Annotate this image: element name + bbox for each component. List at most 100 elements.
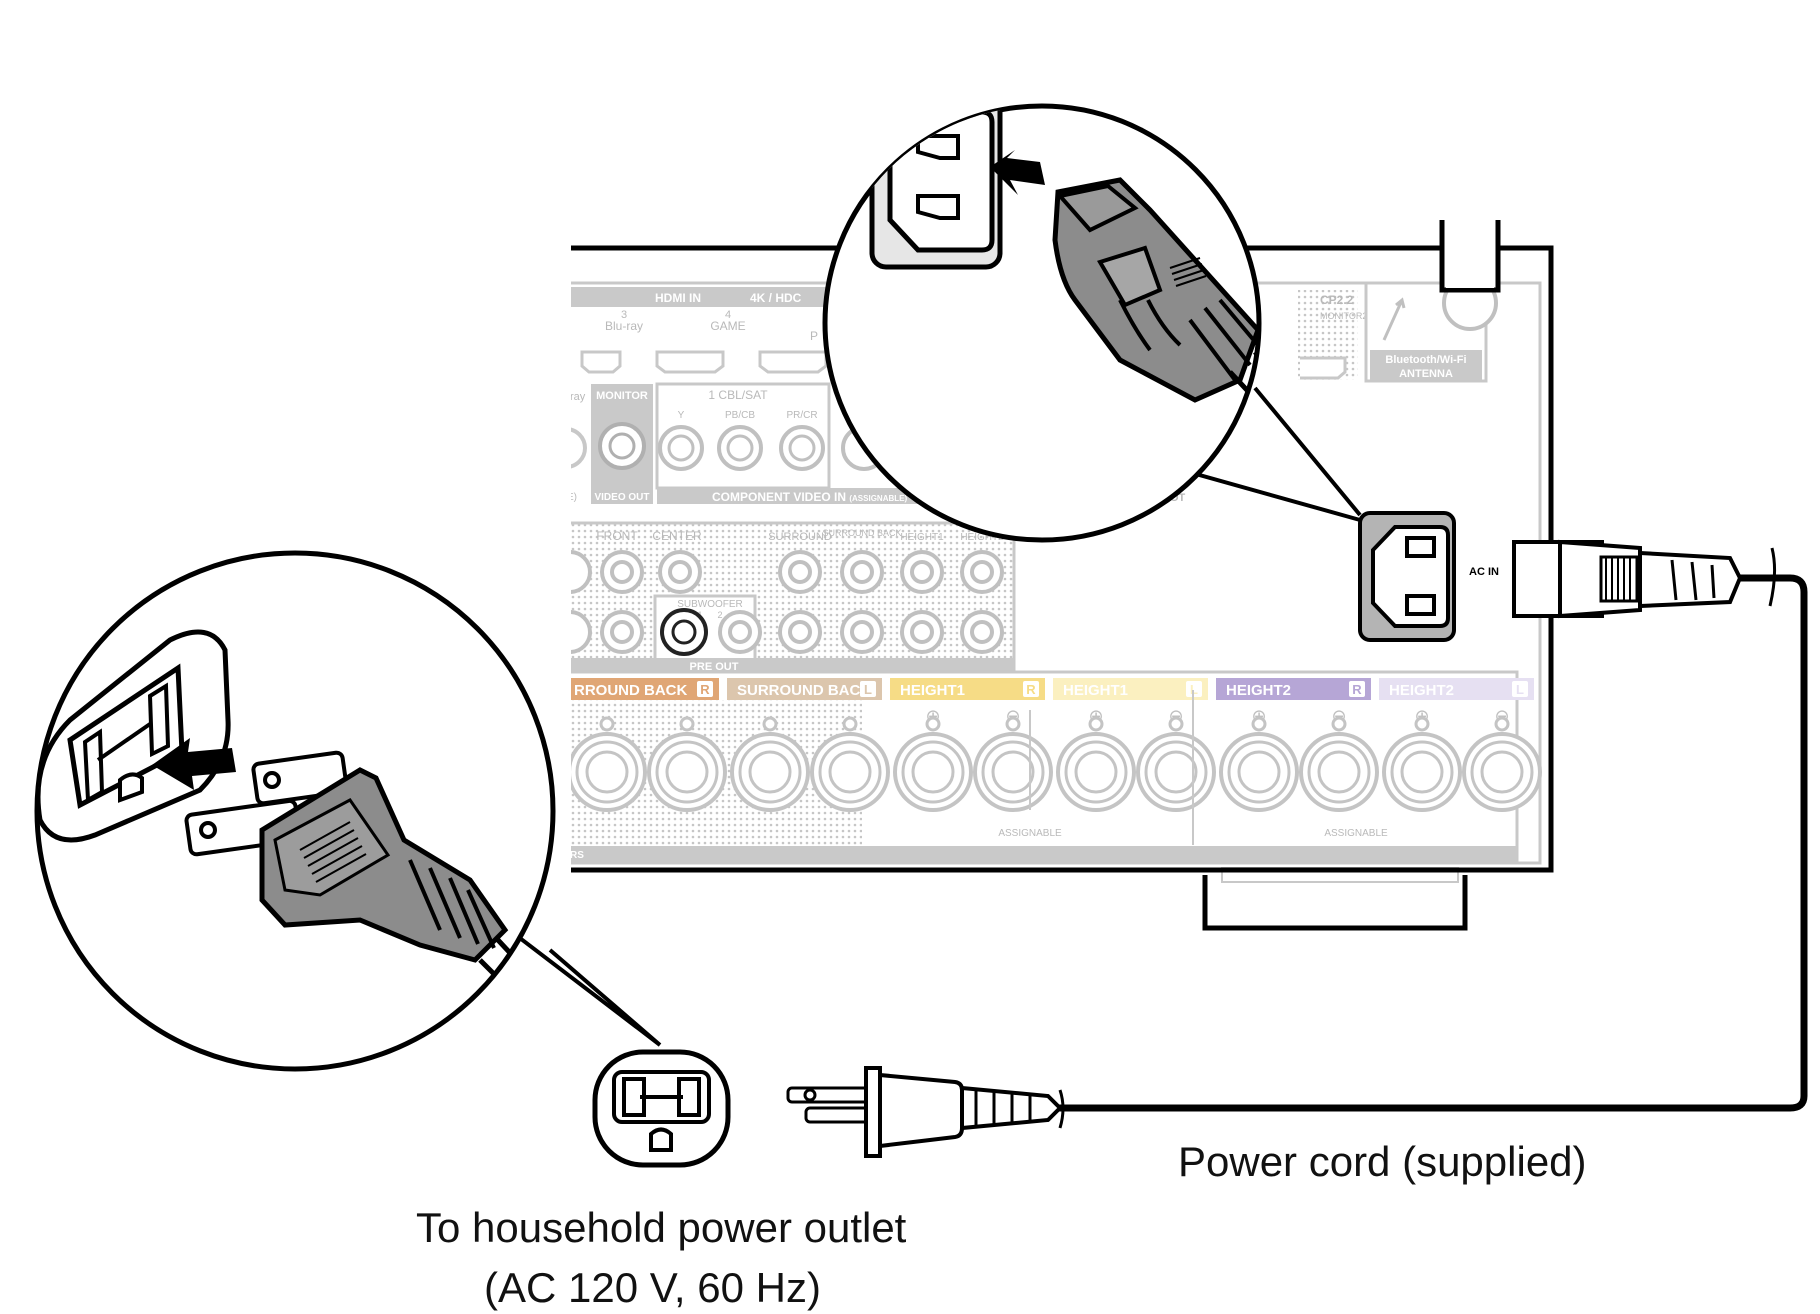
subwoofer-label: SUBWOOFER xyxy=(677,599,743,610)
speaker-group-name: SURROUND BACK xyxy=(737,682,871,699)
speaker-group-header xyxy=(571,678,719,700)
speaker-terminal xyxy=(1299,732,1379,812)
zoom-outlet-slot-left xyxy=(82,728,105,804)
preout-front-label: FRONT xyxy=(596,529,638,543)
speaker-terminal xyxy=(973,732,1053,812)
hdmi-header-bar xyxy=(571,287,830,307)
monitor2-label: MONITOR2 xyxy=(1320,311,1367,321)
receiver-rear-panel: HDMI IN 4K / HDC 3 Blu-ray 4 GAME P ray … xyxy=(567,220,1743,931)
wall-outlet-small xyxy=(592,1049,731,1168)
preout-height2-label: HEIGHT2 xyxy=(960,532,1004,543)
subwoofer-num-2: 2 xyxy=(717,610,722,620)
zoom-detail-wall-outlet xyxy=(34,550,662,1072)
speaker-side-badge xyxy=(1186,681,1202,697)
zoom-inlet-pin-top xyxy=(916,134,960,160)
outlet-caption-line1: To household power outlet xyxy=(416,1204,907,1251)
speaker-terminal xyxy=(1382,732,1462,812)
zoom-outlet-slot-right xyxy=(147,682,171,758)
speaker-group-name: HEIGHT1 xyxy=(1063,682,1128,699)
speaker-group-name: HEIGHT2 xyxy=(1389,682,1454,699)
hdmi-input-5-name: P xyxy=(810,329,818,343)
speaker-group-header xyxy=(1216,678,1371,700)
hdmi-port-4 xyxy=(655,350,725,374)
zoom-detail-ac-inlet xyxy=(822,103,1362,543)
speaker-group-header xyxy=(890,678,1045,700)
speaker-group-name: RROUND BACK xyxy=(574,682,687,699)
speaker-side-letter: R xyxy=(1026,682,1036,697)
antenna-arrow-icon xyxy=(1382,297,1406,341)
speaker-side-letter: L xyxy=(1516,682,1524,697)
power-cord-caption: Power cord (supplied) xyxy=(1178,1138,1587,1185)
speaker-terminal xyxy=(1462,732,1542,812)
preout-surround-back-label: SURROUND BACK xyxy=(822,528,901,538)
outlet-caption-line2: (AC 120 V, 60 Hz) xyxy=(484,1264,821,1311)
video-left-label: E) xyxy=(567,492,577,503)
hdmi-input-4-name: GAME xyxy=(710,319,745,333)
cord-break-marks xyxy=(1058,547,1777,1129)
monitor-jack-inner xyxy=(608,432,636,460)
antenna-label-line1: Bluetooth/Wi-Fi xyxy=(1385,354,1466,366)
ac-inlet-pin-bottom xyxy=(1405,594,1436,616)
speaker-side-badge xyxy=(1349,681,1365,697)
speaker-side-letter: R xyxy=(700,682,710,697)
speaker-side-letter: L xyxy=(1190,682,1198,697)
hdmi-in-label: HDMI IN xyxy=(655,291,701,305)
assignable-label-1: ASSIGNABLE xyxy=(998,828,1062,839)
speaker-terminal xyxy=(893,732,973,812)
hdmi-input-3-number: 3 xyxy=(621,309,627,321)
component-in-label: COMPONENT VIDEO IN (ASSIGNABLE) xyxy=(712,490,907,504)
hdmi-out-port xyxy=(1300,356,1347,380)
power-plug-small xyxy=(786,1066,1063,1158)
speaker-group-name: HEIGHT1 xyxy=(900,682,965,699)
hdmi-4k-label: 4K / HDC xyxy=(750,291,802,305)
video-jack-left xyxy=(571,427,587,469)
zoom-insert-arrow-icon xyxy=(152,738,236,790)
hdmi-port-5 xyxy=(758,350,828,374)
speaker-terminal xyxy=(571,732,647,812)
preout-jacks-row2 xyxy=(600,610,1004,654)
component-group-label: 1 CBL/SAT xyxy=(708,388,768,402)
ac-inlet-pin-top xyxy=(1405,536,1436,558)
speaker-side-letter: R xyxy=(1352,682,1362,697)
hdmi-input-4-number: 4 xyxy=(725,309,731,321)
preout-center-label: CENTER xyxy=(652,529,702,543)
speaker-side-badge xyxy=(860,681,876,697)
component-pr-label: PR/CR xyxy=(786,410,817,421)
speaker-group-header xyxy=(727,678,882,700)
antenna-label-line2: ANTENNA xyxy=(1399,368,1453,380)
speaker-group-header xyxy=(1053,678,1208,700)
hdmi-input-3-name: Blu-ray xyxy=(605,319,643,333)
video-out-label: VIDEO OUT xyxy=(594,492,649,503)
component-pb-label: PB/CB xyxy=(725,410,755,421)
speaker-terminal xyxy=(1136,732,1216,812)
preout-jacks-row1 xyxy=(600,550,1004,594)
ac-in-label: AC IN xyxy=(1469,566,1499,578)
speaker-terminal xyxy=(810,732,890,812)
receiver-foot xyxy=(1202,875,1468,931)
preout-surround-label: SURROUND xyxy=(768,531,832,543)
preout-height1-label: HEIGHT1 xyxy=(900,532,944,543)
speaker-terminal xyxy=(730,732,810,812)
speaker-side-letter: L xyxy=(864,682,872,697)
speaker-terminal xyxy=(647,732,727,812)
power-cord-cable xyxy=(1058,574,1808,1112)
monitor-label: MONITOR xyxy=(596,390,648,402)
assignable-label-2: ASSIGNABLE xyxy=(1324,828,1388,839)
hdcp-fragment-label: CP2.2 xyxy=(1320,293,1354,307)
iec-connector-small xyxy=(1512,539,1743,619)
antenna-label-bar xyxy=(1370,350,1482,380)
speaker-group-header xyxy=(1379,678,1534,700)
speaker-group-name: HEIGHT2 xyxy=(1226,682,1291,699)
speaker-terminal xyxy=(1056,732,1136,812)
preout-label: PRE OUT xyxy=(690,661,739,673)
preout-label-bar xyxy=(571,658,1014,672)
zoom-inlet-pin-bottom xyxy=(916,194,960,220)
insert-arrow-icon xyxy=(990,150,1045,195)
hdmi-port-3 xyxy=(580,350,622,374)
speaker-terminal xyxy=(1219,732,1299,812)
speaker-side-badge xyxy=(697,681,713,697)
speaker-bottom-bar xyxy=(571,846,1517,860)
ray-fragment-label: ray xyxy=(570,391,586,403)
